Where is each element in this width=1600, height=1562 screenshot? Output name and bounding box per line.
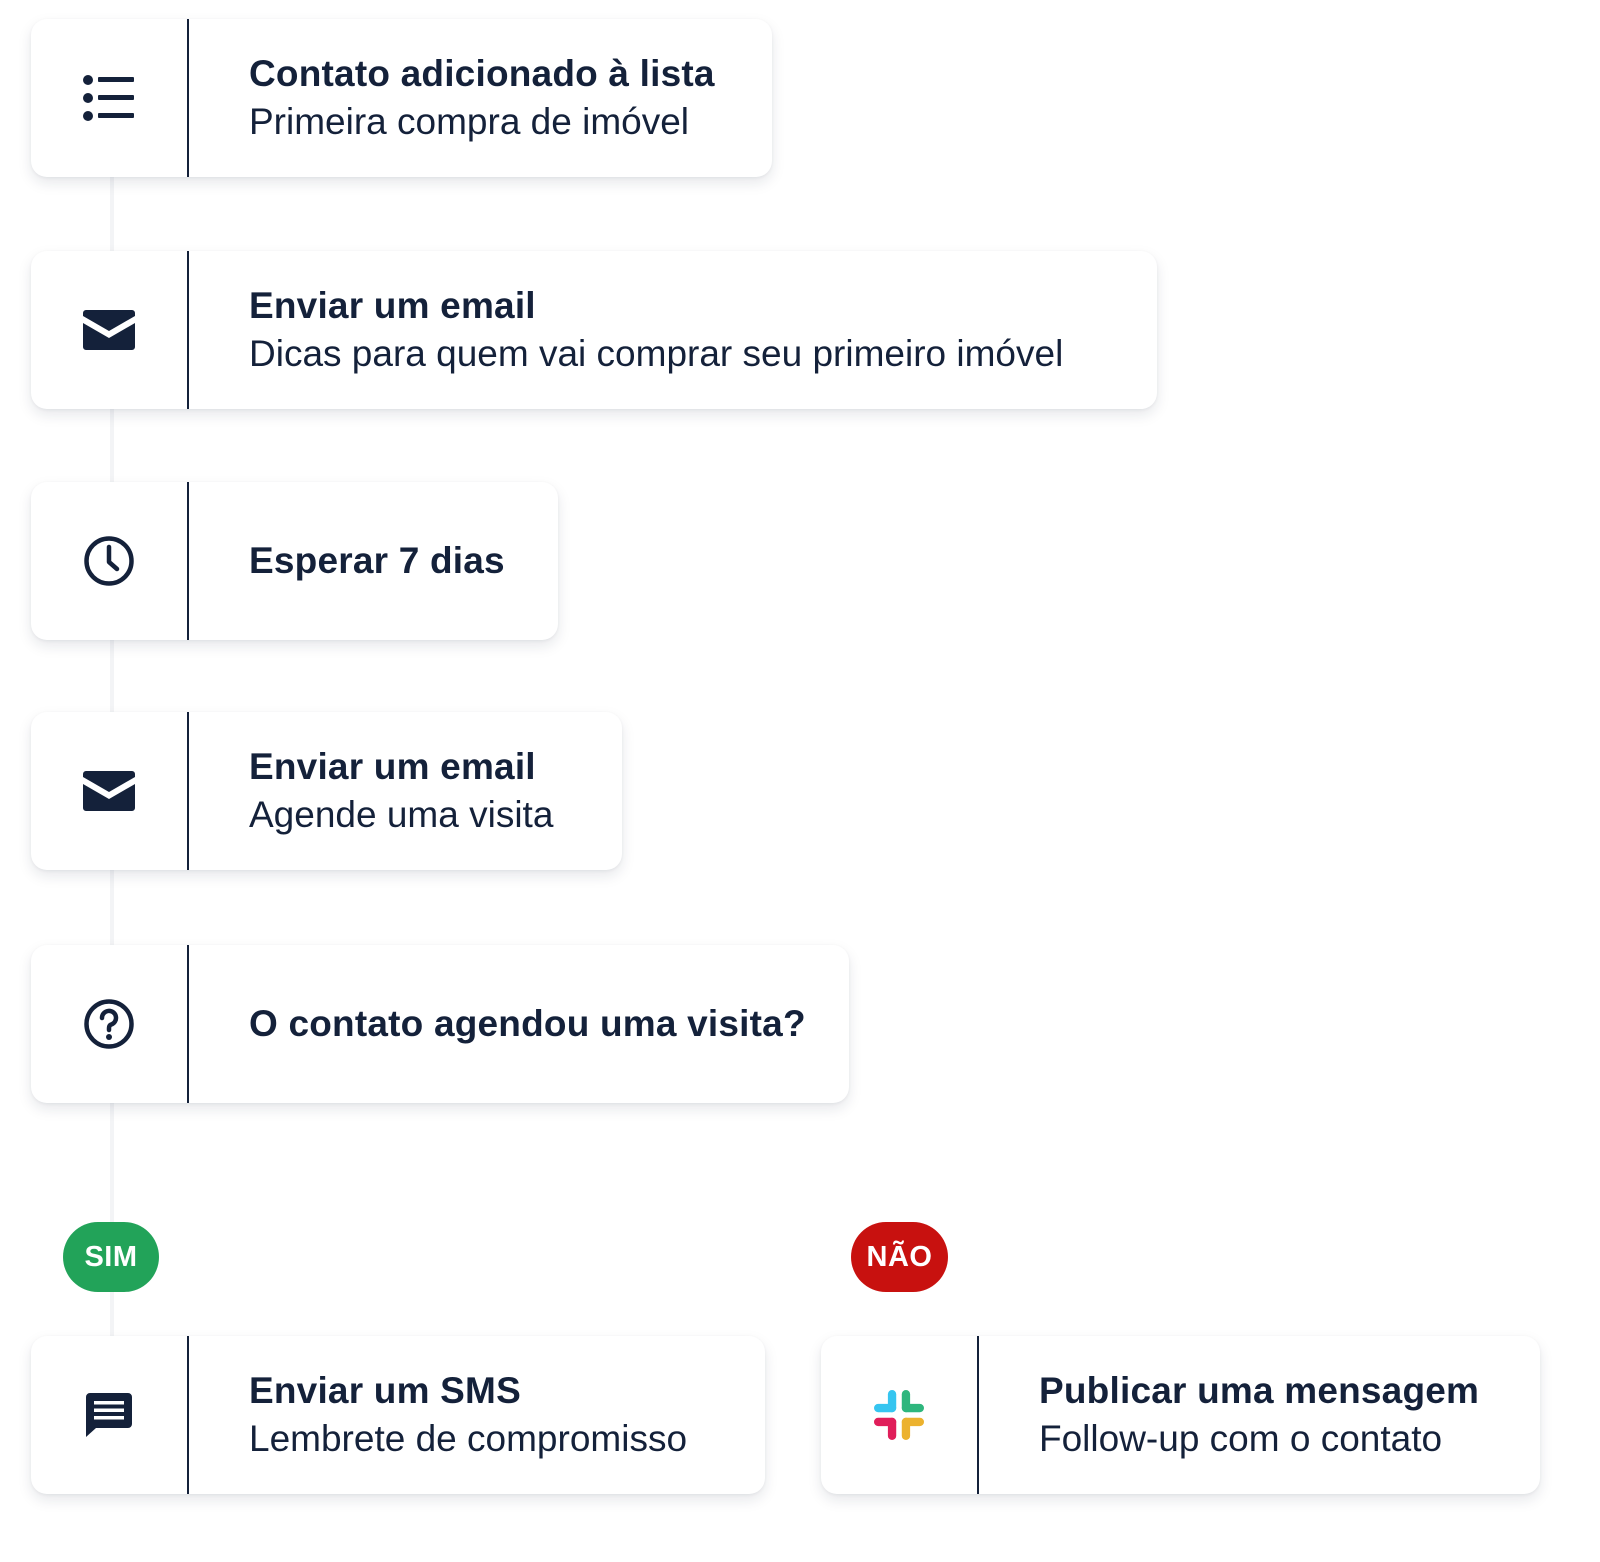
branch-no-badge: NÃO: [851, 1222, 948, 1292]
step-card-slack-message[interactable]: Publicar uma mensagem Follow-up com o co…: [821, 1336, 1540, 1494]
chat-icon: [86, 1393, 132, 1437]
step-card-list-added[interactable]: Contato adicionado à lista Primeira comp…: [31, 19, 772, 177]
step-title: O contato agendou uma visita?: [249, 1003, 806, 1044]
step-icon-cell: [31, 1336, 189, 1494]
step-text: Enviar um SMS Lembrete de compromisso: [189, 1336, 765, 1494]
step-title: Enviar um email: [249, 285, 536, 326]
step-title: Enviar um email: [249, 746, 536, 787]
slack-icon: [874, 1390, 924, 1440]
step-icon-cell: [821, 1336, 979, 1494]
step-text: Esperar 7 dias: [189, 482, 558, 640]
envelope-icon: [83, 310, 135, 350]
step-icon-cell: [31, 945, 189, 1103]
step-subtitle: Follow-up com o contato: [1039, 1418, 1443, 1459]
step-subtitle: Dicas para quem vai comprar seu primeiro…: [249, 333, 1064, 374]
clock-icon: [83, 535, 135, 587]
step-subtitle: Primeira compra de imóvel: [249, 101, 690, 142]
step-icon-cell: [31, 482, 189, 640]
question-icon: [83, 998, 135, 1050]
step-subtitle: Agende uma visita: [249, 794, 554, 835]
step-icon-cell: [31, 19, 189, 177]
branch-yes-badge: SIM: [63, 1222, 159, 1292]
step-text: Enviar um email Dicas para quem vai comp…: [189, 251, 1157, 409]
step-title: Esperar 7 dias: [249, 540, 505, 581]
step-card-send-email-visit[interactable]: Enviar um email Agende uma visita: [31, 712, 622, 870]
step-title: Enviar um SMS: [249, 1370, 521, 1411]
step-icon-cell: [31, 251, 189, 409]
step-card-send-email-tips[interactable]: Enviar um email Dicas para quem vai comp…: [31, 251, 1157, 409]
step-card-send-sms[interactable]: Enviar um SMS Lembrete de compromisso: [31, 1336, 765, 1494]
step-title: Publicar uma mensagem: [1039, 1370, 1480, 1411]
step-title: Contato adicionado à lista: [249, 53, 715, 94]
step-text: Publicar uma mensagem Follow-up com o co…: [979, 1336, 1540, 1494]
step-text: Contato adicionado à lista Primeira comp…: [189, 19, 772, 177]
step-text: O contato agendou uma visita?: [189, 945, 849, 1103]
step-card-condition[interactable]: O contato agendou uma visita?: [31, 945, 849, 1103]
envelope-icon: [83, 771, 135, 811]
list-icon: [83, 75, 135, 121]
step-text: Enviar um email Agende uma visita: [189, 712, 622, 870]
step-icon-cell: [31, 712, 189, 870]
step-card-wait[interactable]: Esperar 7 dias: [31, 482, 558, 640]
step-subtitle: Lembrete de compromisso: [249, 1418, 688, 1459]
